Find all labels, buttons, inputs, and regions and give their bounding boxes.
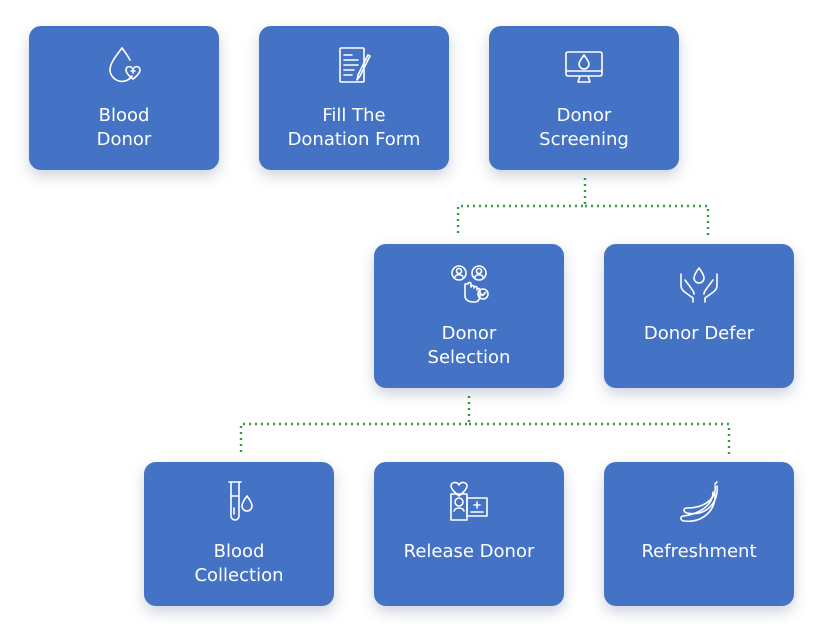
step-label: Refreshment — [641, 541, 757, 562]
step-label: Blood Collection — [194, 541, 284, 586]
step-refreshment: Refreshment — [604, 462, 794, 606]
step-release-donor: Release Donor — [374, 462, 564, 606]
connector-selection-to-collection-release-refreshment — [239, 396, 731, 455]
step-label: Blood Donor — [96, 105, 152, 150]
monitor-drop-icon — [560, 42, 608, 90]
hands-drop-icon — [675, 260, 723, 308]
step-fill-donation-form: Fill The Donation Form — [259, 26, 449, 170]
bananas-icon — [675, 478, 723, 526]
step-donor-screening: Donor Screening — [489, 26, 679, 170]
step-blood-donor: Blood Donor — [29, 26, 219, 170]
test-tube-drop-icon — [215, 478, 263, 526]
blood-drop-heart-icon — [100, 42, 148, 90]
step-label: Fill The Donation Form — [287, 105, 421, 150]
connector-screening-to-selection-defer — [456, 178, 710, 236]
select-people-icon — [445, 260, 493, 308]
step-label: Donor Selection — [427, 323, 511, 368]
step-label: Donor Screening — [539, 105, 629, 150]
step-label: Release Donor — [403, 541, 535, 562]
donor-card-icon — [445, 478, 493, 526]
step-blood-collection: Blood Collection — [144, 462, 334, 606]
step-label: Donor Defer — [643, 323, 755, 344]
form-pen-icon — [330, 42, 378, 90]
step-donor-defer: Donor Defer — [604, 244, 794, 388]
step-donor-selection: Donor Selection — [374, 244, 564, 388]
